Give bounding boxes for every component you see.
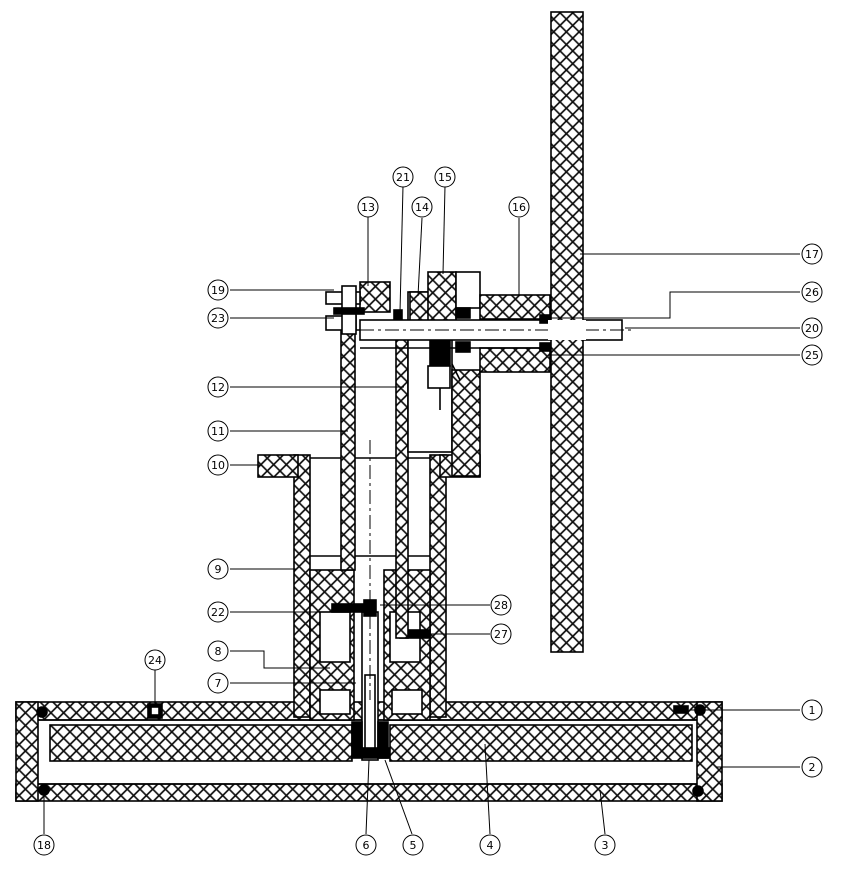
base-assembly [15, 701, 723, 802]
nut-28 [363, 599, 377, 617]
top-housing [325, 271, 551, 477]
label-10: 10 [211, 459, 225, 472]
callout-26: 26 [801, 281, 823, 303]
shaft-bearing [351, 721, 363, 759]
callout-labels: 19 23 12 11 10 9 22 8 7 24 13 21 14 15 1… [33, 166, 823, 856]
tube-11-left [340, 329, 356, 571]
label-28: 28 [494, 599, 508, 612]
callout-2: 2 [801, 756, 823, 778]
callout-27: 27 [490, 623, 512, 645]
callout-5: 5 [402, 834, 424, 856]
inner-disk-left [49, 724, 353, 762]
label-18: 18 [37, 839, 51, 852]
callout-11: 11 [207, 420, 229, 442]
callout-17: 17 [801, 243, 823, 265]
callout-15: 15 [434, 166, 456, 188]
label-15: 15 [438, 171, 452, 184]
label-19: 19 [211, 284, 225, 297]
cylinder-left-wall [293, 454, 311, 718]
inner-disk-right [389, 724, 693, 762]
bearing-housing-16 [479, 294, 551, 320]
base-right-wall [696, 701, 723, 802]
label-17: 17 [805, 248, 819, 261]
leader-lines [43, 185, 800, 835]
cylinder-right-wall [429, 454, 447, 718]
callout-10: 10 [207, 454, 229, 476]
callout-8: 8 [207, 640, 229, 662]
label-16: 16 [512, 201, 526, 214]
label-14: 14 [415, 201, 429, 214]
label-23: 23 [211, 312, 225, 325]
label-2: 2 [809, 761, 816, 774]
callout-16: 16 [508, 196, 530, 218]
callout-6: 6 [355, 834, 377, 856]
callout-13: 13 [357, 196, 379, 218]
label-3: 3 [602, 839, 609, 852]
callout-25: 25 [801, 344, 823, 366]
callout-7: 7 [207, 672, 229, 694]
label-13: 13 [361, 201, 375, 214]
outer-cylinder [257, 454, 481, 718]
callout-4: 4 [479, 834, 501, 856]
label-27: 27 [494, 628, 508, 641]
label-22: 22 [211, 606, 225, 619]
callout-1: 1 [801, 699, 823, 721]
label-24: 24 [148, 654, 162, 667]
base-bottom-plate [15, 783, 723, 802]
tube-12-right [395, 329, 409, 639]
seal-ring-top-left [36, 706, 48, 718]
label-12: 12 [211, 381, 225, 394]
label-11: 11 [211, 425, 225, 438]
callout-9: 9 [207, 558, 229, 580]
label-1: 1 [809, 704, 816, 717]
label-21: 21 [396, 171, 410, 184]
label-6: 6 [363, 839, 370, 852]
block-15 [427, 271, 457, 323]
motor-box [455, 271, 481, 309]
callout-14: 14 [411, 196, 433, 218]
callout-12: 12 [207, 376, 229, 398]
label-8: 8 [215, 645, 222, 658]
callout-24: 24 [144, 649, 166, 671]
callout-21: 21 [392, 166, 414, 188]
seal-ring-bottom-left [38, 784, 50, 796]
label-25: 25 [805, 349, 819, 362]
bolt-22 [331, 603, 367, 613]
shaft-tip [362, 747, 390, 759]
callout-22: 22 [207, 601, 229, 623]
housing-hatched-right [451, 369, 481, 477]
label-26: 26 [805, 286, 819, 299]
label-9: 9 [215, 563, 222, 576]
callout-19: 19 [207, 279, 229, 301]
seal-top-right-small [673, 705, 689, 714]
callout-20: 20 [801, 317, 823, 339]
callout-28: 28 [490, 594, 512, 616]
seal-ring-bottom-right [692, 785, 704, 797]
callout-18: 18 [33, 834, 55, 856]
callout-23: 23 [207, 307, 229, 329]
label-7: 7 [215, 677, 222, 690]
flange-10 [257, 454, 299, 478]
callout-3: 3 [594, 834, 616, 856]
label-5: 5 [410, 839, 417, 852]
label-20: 20 [805, 322, 819, 335]
label-4: 4 [487, 839, 494, 852]
base-left-wall [15, 701, 39, 802]
